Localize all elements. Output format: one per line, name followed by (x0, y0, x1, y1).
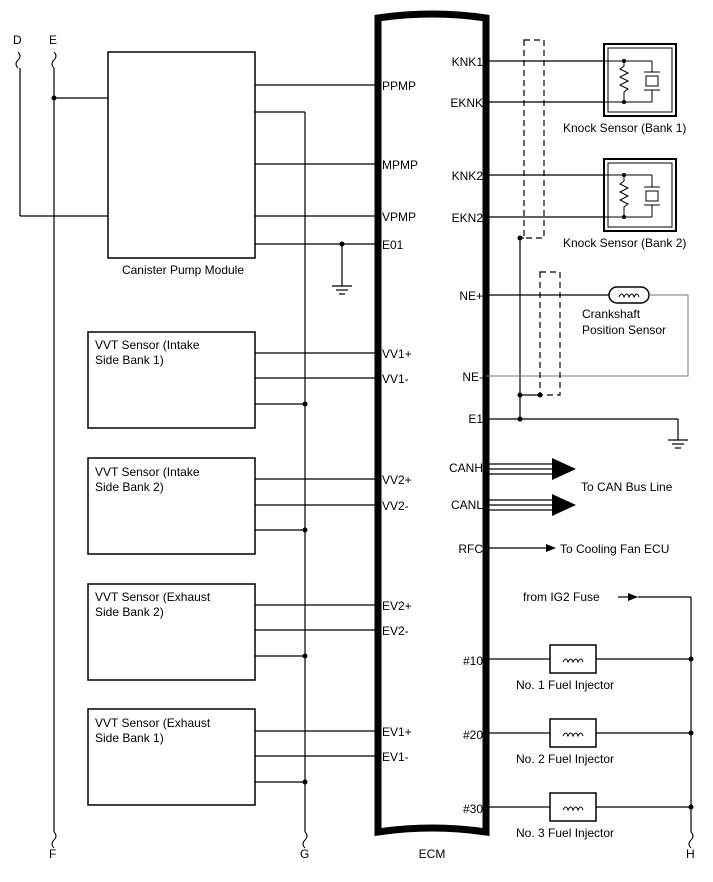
svg-text:EV1-: EV1- (382, 750, 409, 764)
svg-text:Crankshaft: Crankshaft (582, 307, 641, 321)
svg-text:Side Bank 1): Side Bank 1) (95, 353, 164, 367)
connector-f: F (49, 831, 57, 861)
knock-shield (523, 39, 545, 239)
ig2-label: from IG2 Fuse (523, 590, 600, 604)
knock-sensor-bank2-label: Knock Sensor (Bank 2) (563, 236, 686, 250)
svg-text:#20: #20 (463, 728, 483, 742)
svg-text:E1: E1 (468, 412, 483, 426)
svg-text:EKN2: EKN2 (452, 211, 484, 225)
svg-text:VVT Sensor (Intake: VVT Sensor (Intake (95, 465, 200, 479)
svg-text:NE-: NE- (462, 370, 483, 384)
svg-text:VVT Sensor (Exhaust: VVT Sensor (Exhaust (95, 716, 211, 730)
fuel-injector-3-icon (549, 792, 597, 822)
svg-text:Side Bank 1): Side Bank 1) (95, 731, 164, 745)
connector-e: E (49, 33, 57, 69)
ecm-label: ECM (419, 847, 446, 861)
svg-text:Position Sensor: Position Sensor (582, 323, 666, 337)
svg-text:VVT Sensor (Exhaust: VVT Sensor (Exhaust (95, 590, 211, 604)
svg-text:KNK2: KNK2 (452, 169, 484, 183)
vvt-sensor-exhaust-bank2 (87, 583, 256, 681)
svg-text:EV2-: EV2- (382, 624, 409, 638)
knock-sensor-bank2 (603, 158, 677, 232)
svg-text:H: H (686, 847, 695, 861)
fuel-injector-1-label: No. 1 Fuel Injector (516, 678, 614, 692)
svg-text:VV1-: VV1- (382, 372, 409, 386)
crank-shield (539, 271, 561, 396)
svg-text:EV1+: EV1+ (382, 725, 412, 739)
svg-text:E01: E01 (382, 238, 404, 252)
svg-text:CANH: CANH (449, 461, 483, 475)
svg-text:VV1+: VV1+ (382, 347, 412, 361)
arrow-icon (628, 593, 638, 601)
svg-text:Side Bank 2): Side Bank 2) (95, 605, 164, 619)
cooling-fan-label: To Cooling Fan ECU (560, 542, 669, 556)
svg-text:Side Bank 2): Side Bank 2) (95, 480, 164, 494)
svg-text:PPMP: PPMP (382, 79, 416, 93)
connector-h: H (686, 831, 695, 861)
fuel-injector-2-icon (549, 718, 597, 748)
svg-text:VPMP: VPMP (382, 210, 416, 224)
fuel-injector-1-icon (549, 644, 597, 674)
crankshaft-label: Crankshaft Position Sensor (582, 307, 666, 337)
ground-icon (332, 285, 352, 295)
canister-label: Canister Pump Module (122, 263, 244, 277)
vvt-sensor-intake-bank1 (87, 331, 256, 429)
svg-text:KNK1: KNK1 (452, 55, 484, 69)
svg-text:#30: #30 (463, 802, 483, 816)
svg-text:D: D (13, 33, 22, 47)
svg-text:E: E (49, 33, 57, 47)
svg-text:NE+: NE+ (459, 289, 483, 303)
fuel-injector-2-label: No. 2 Fuel Injector (516, 752, 614, 766)
svg-text:MPMP: MPMP (382, 158, 418, 172)
connector-g: G (300, 831, 309, 861)
canister-pump-module (107, 51, 256, 259)
svg-text:EKNK: EKNK (450, 96, 483, 110)
ecm-body (374, 10, 490, 837)
can-bus-label: To CAN Bus Line (581, 480, 673, 494)
ecm-right-pins: KNK1 EKNK KNK2 EKN2 NE+ NE- E1 CANH CANL… (449, 55, 483, 816)
crankshaft-sensor-icon (608, 286, 650, 304)
can-bus-arrows (486, 458, 576, 516)
knock-sensor-bank1-label: Knock Sensor (Bank 1) (563, 121, 686, 135)
svg-text:VV2+: VV2+ (382, 473, 412, 487)
svg-text:VVT Sensor (Intake: VVT Sensor (Intake (95, 338, 200, 352)
fuel-injector-3-label: No. 3 Fuel Injector (516, 826, 614, 840)
svg-text:RFC: RFC (458, 542, 483, 556)
arrow-icon (546, 544, 556, 552)
vvt-sensor-intake-bank2 (87, 457, 256, 555)
svg-text:#10: #10 (463, 654, 483, 668)
knock-sensor-bank1 (603, 43, 677, 117)
vvt-sensor-exhaust-bank1 (87, 708, 256, 806)
svg-text:VV2-: VV2- (382, 499, 409, 513)
svg-text:G: G (300, 847, 309, 861)
ecm-left-pins: PPMP MPMP VPMP E01 VV1+ VV1- VV2+ VV2- E… (382, 79, 418, 764)
svg-text:CANL: CANL (451, 498, 483, 512)
svg-text:F: F (49, 847, 56, 861)
connector-d: D (13, 33, 22, 69)
junction-e (51, 95, 57, 101)
svg-text:EV2+: EV2+ (382, 599, 412, 613)
ground-icon-e1 (668, 439, 688, 449)
